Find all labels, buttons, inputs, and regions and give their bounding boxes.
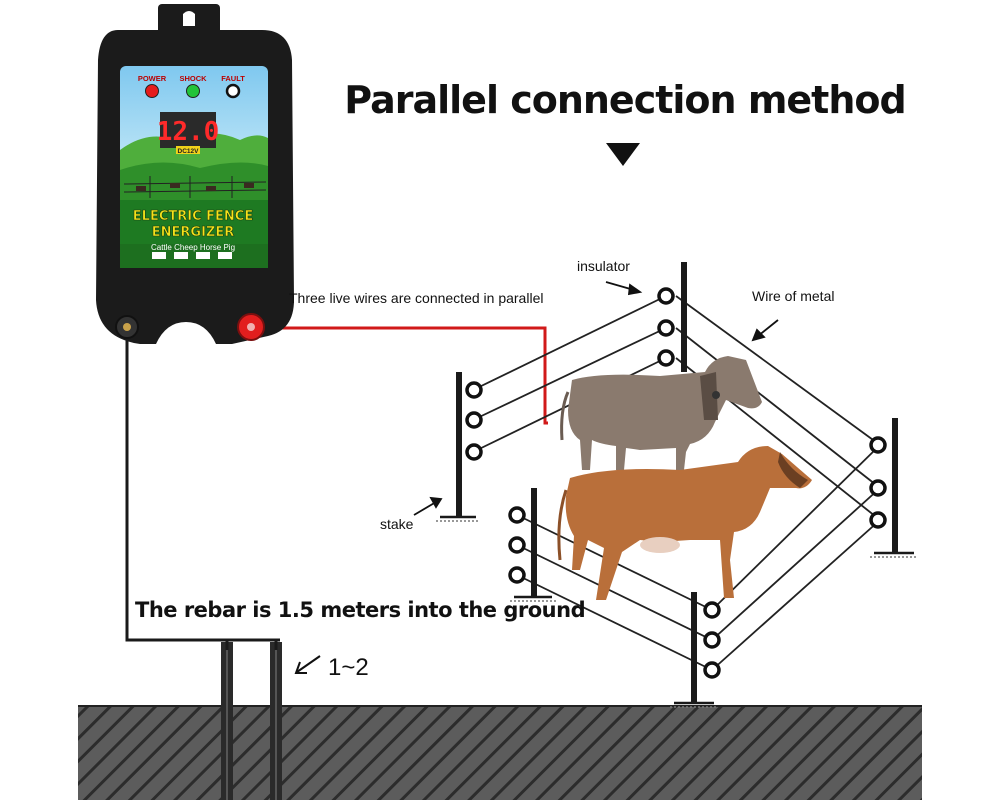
- insulators: [465, 287, 887, 679]
- ground-rods: [221, 642, 282, 800]
- live-wires-label: Three live wires are connected in parall…: [289, 290, 544, 306]
- energizer-device: [96, 4, 294, 344]
- indicator-label-shock: SHOCK: [179, 74, 207, 83]
- post-base-dots: [436, 520, 918, 708]
- ground: [78, 705, 922, 800]
- fault-light: [225, 83, 241, 99]
- stake-label: stake: [380, 516, 414, 532]
- display-sub: DC12V: [178, 148, 200, 155]
- depth-arrow: [294, 655, 321, 674]
- device-name-line2: ENERGIZER: [152, 225, 234, 240]
- fence-posts: [456, 262, 898, 702]
- rebar-label: The rebar is 1.5 meters into the ground: [135, 598, 586, 622]
- wire-of-metal-label: Wire of metal: [752, 288, 835, 304]
- live-wire: [262, 326, 548, 425]
- depth-label: 1~2: [328, 654, 369, 681]
- brown-cow: [557, 446, 812, 600]
- indicator-label-power: POWER: [138, 74, 167, 83]
- insulator-label: insulator: [577, 258, 630, 274]
- post-bases: [440, 515, 914, 705]
- power-light: [145, 84, 159, 98]
- ground-wire: [125, 330, 280, 650]
- display-value: 12.0: [157, 117, 220, 147]
- indicator-label-fault: FAULT: [221, 74, 245, 83]
- label-arrows: [413, 281, 779, 516]
- grey-cow: [560, 356, 762, 470]
- shock-light: [186, 84, 200, 98]
- device-name-line1: ELECTRIC FENCE: [133, 209, 253, 224]
- down-triangle-icon: [606, 143, 640, 166]
- fence: [436, 262, 918, 708]
- device-animals-text: Cattle Cheep Horse Pig: [151, 243, 235, 252]
- page-title: Parallel connection method: [344, 78, 906, 122]
